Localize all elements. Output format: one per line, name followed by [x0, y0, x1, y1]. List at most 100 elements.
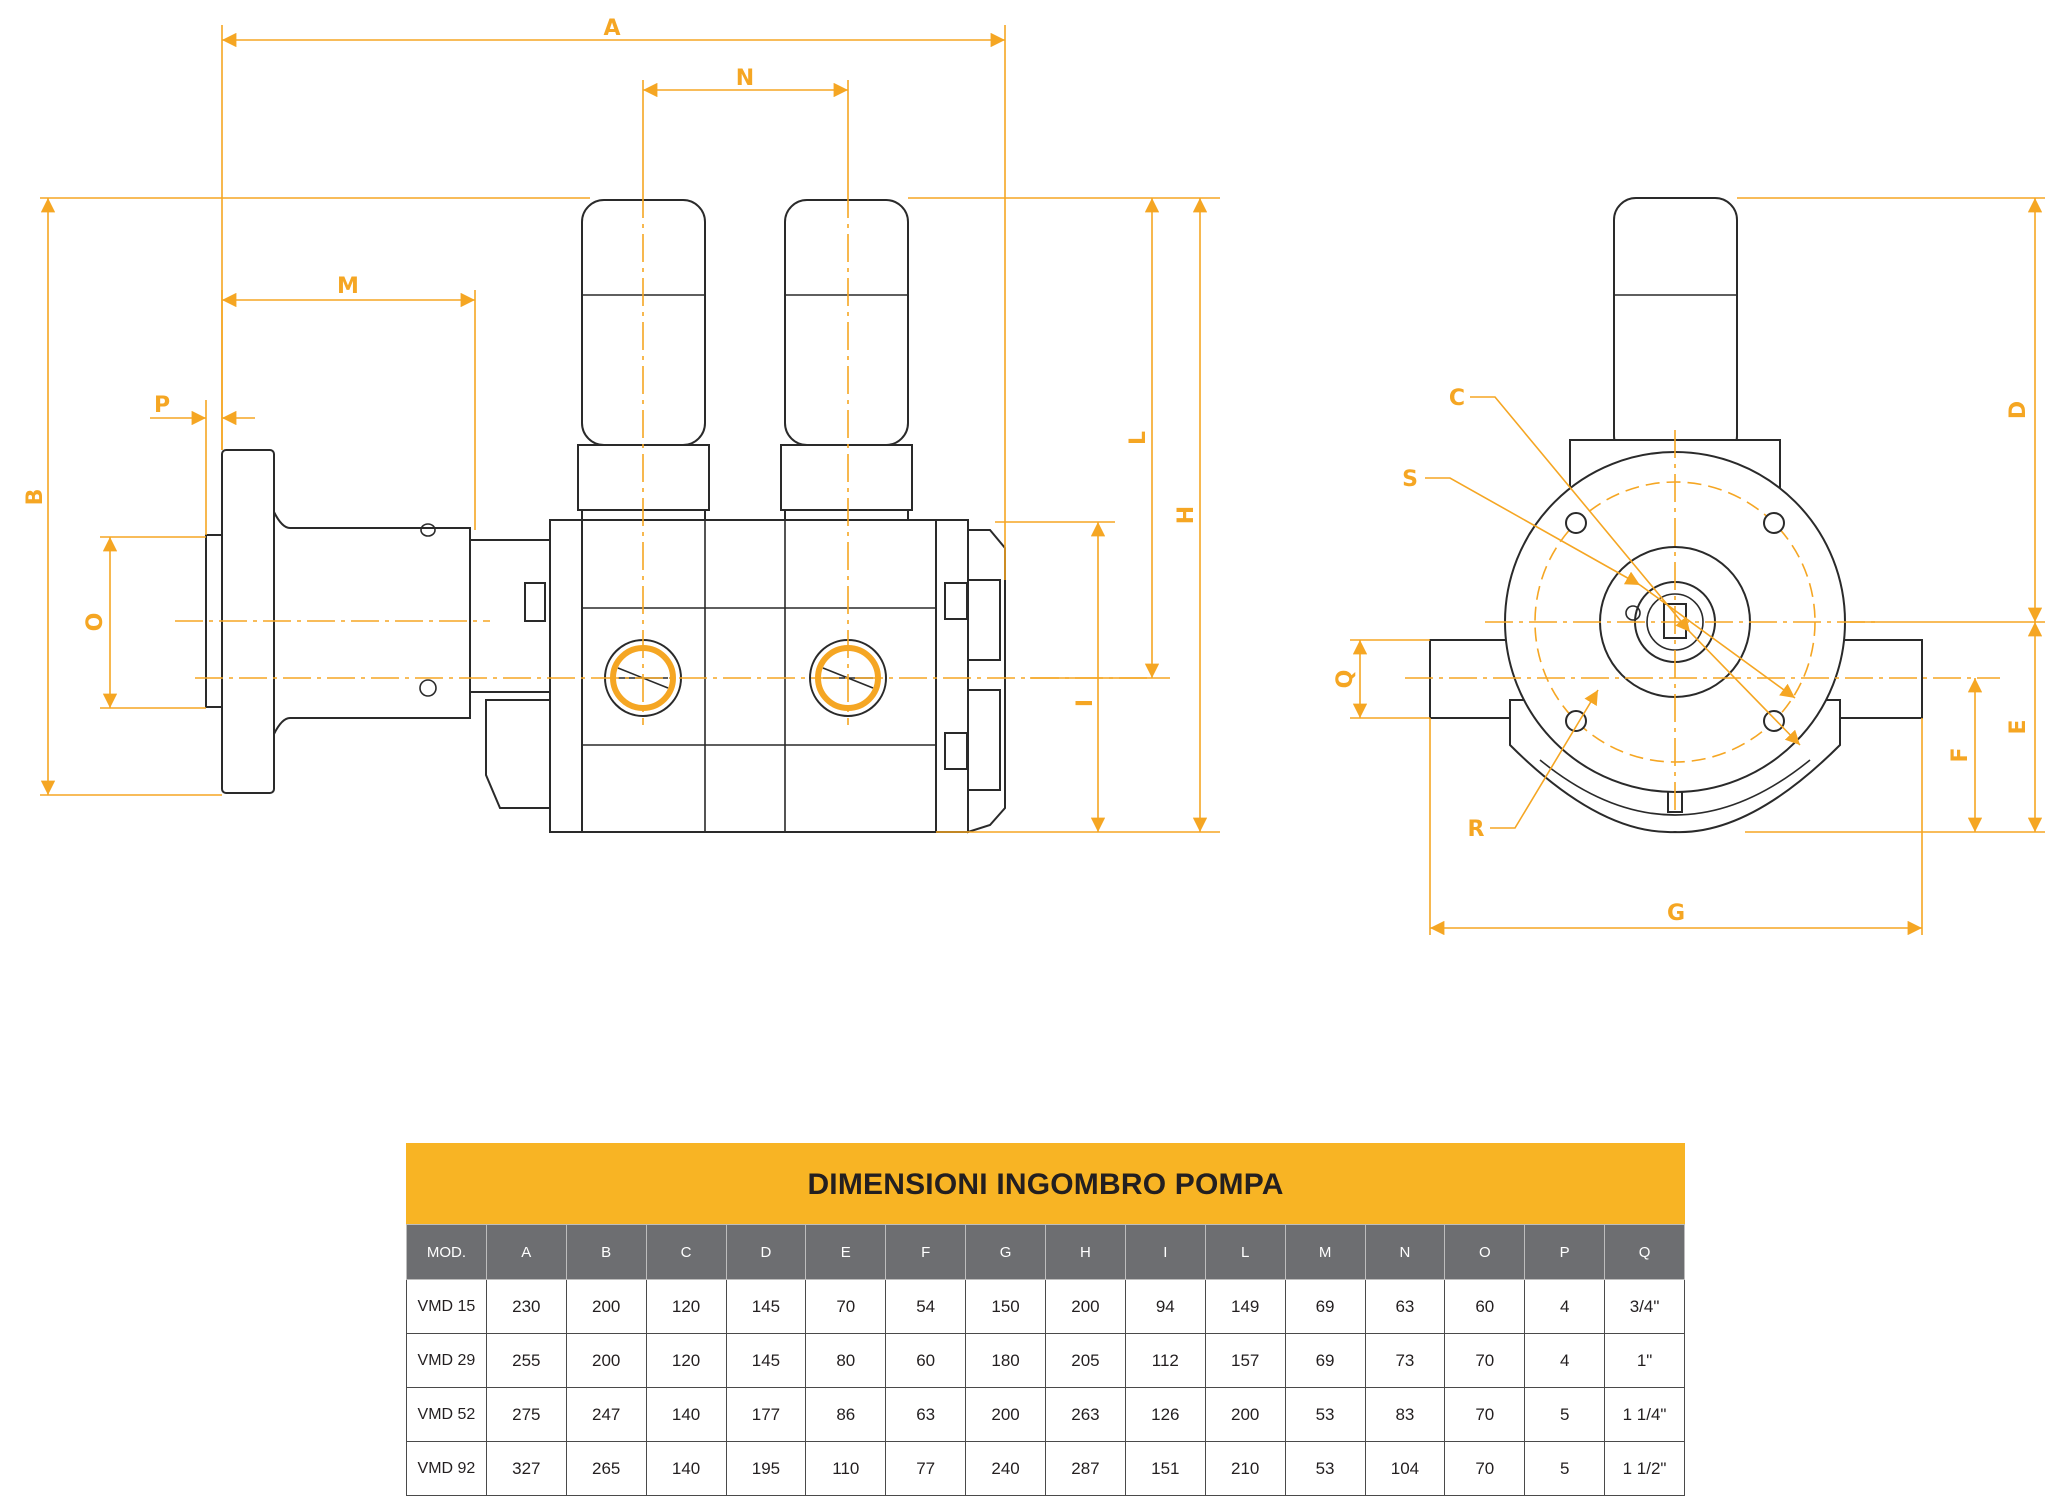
dimension-cell: 110: [805, 1441, 887, 1496]
end-plate-right: [935, 519, 969, 833]
column-header: P: [1524, 1224, 1606, 1280]
dimension-cell: 195: [725, 1441, 807, 1496]
dimension-cell: 230: [485, 1279, 567, 1334]
dimension-cell: 247: [565, 1387, 647, 1442]
bolt-hole: [1565, 710, 1587, 732]
column-header: Q: [1604, 1224, 1685, 1280]
column-header: D: [725, 1224, 807, 1280]
pump-neck: [273, 511, 471, 735]
dimension-cell: 120: [645, 1279, 727, 1334]
column-header: F: [885, 1224, 967, 1280]
bolt-hole: [1763, 710, 1785, 732]
dimension-cell: 200: [1045, 1279, 1126, 1334]
dimension-cell: 151: [1124, 1441, 1206, 1496]
column-header: C: [645, 1224, 727, 1280]
dimension-cell: 53: [1284, 1441, 1366, 1496]
dimension-cell: 94: [1124, 1279, 1206, 1334]
dimension-cell: 120: [645, 1333, 727, 1388]
dimension-cell: 60: [885, 1333, 967, 1388]
dimension-cell: 140: [645, 1387, 727, 1442]
dimension-cell: 327: [485, 1441, 567, 1496]
dimension-cell: 265: [565, 1441, 647, 1496]
dimension-cell: 177: [725, 1387, 807, 1442]
column-header: MOD.: [406, 1224, 487, 1280]
dimension-cell: 60: [1444, 1279, 1526, 1334]
label-A: A: [603, 16, 620, 41]
label-S: S: [1402, 467, 1418, 492]
label-Q: Q: [1333, 670, 1358, 689]
label-E: E: [2006, 719, 2031, 734]
table-title: DIMENSIONI INGOMBRO POMPA: [406, 1143, 1685, 1224]
label-R: R: [1468, 817, 1485, 842]
dimension-cell: 54: [885, 1279, 967, 1334]
model-cell: VMD 29: [406, 1333, 487, 1388]
label-M: M: [337, 274, 359, 299]
dimension-cell: 70: [1444, 1333, 1526, 1388]
dimension-cell: 140: [645, 1441, 727, 1496]
bolt-hole: [1763, 512, 1785, 534]
label-F: F: [1948, 747, 1973, 762]
column-header: N: [1364, 1224, 1446, 1280]
label-D: D: [2006, 401, 2031, 419]
column-header: H: [1045, 1224, 1126, 1280]
dimension-cell: 145: [725, 1279, 807, 1334]
side-view: A N M P B O L H I: [23, 16, 1220, 834]
column-header: B: [565, 1224, 647, 1280]
column-header: L: [1204, 1224, 1286, 1280]
dimension-cell: 86: [805, 1387, 887, 1442]
dimensions-table: DIMENSIONI INGOMBRO POMPA MOD. A B C D E…: [406, 1143, 1685, 1496]
front-view: D E F Q G C S R: [1333, 197, 2045, 936]
label-I: I: [1073, 699, 1098, 707]
dimension-cell: 210: [1204, 1441, 1286, 1496]
dimension-cell: 70: [1444, 1387, 1526, 1442]
label-P: P: [154, 393, 170, 418]
dimension-cell: 63: [885, 1387, 967, 1442]
dimension-cell: 287: [1045, 1441, 1126, 1496]
dimension-cell: 1 1/2": [1604, 1441, 1685, 1496]
dimension-cell: 200: [965, 1387, 1046, 1442]
dimension-cell: 70: [1444, 1441, 1526, 1496]
dimension-cell: 53: [1284, 1387, 1366, 1442]
dimension-cell: 157: [1204, 1333, 1286, 1388]
bolt-hole: [1565, 512, 1587, 534]
table-header-row: MOD. A B C D E F G H I L M N O P Q: [406, 1224, 1685, 1280]
dimension-cell: 4: [1524, 1333, 1606, 1388]
dimension-cell: 80: [805, 1333, 887, 1388]
dimension-cell: 3/4": [1604, 1279, 1685, 1334]
end-plate-left: [549, 519, 583, 833]
label-H: H: [1174, 506, 1199, 524]
dimension-cell: 150: [965, 1279, 1046, 1334]
chamber-right: [780, 199, 913, 521]
column-header: O: [1444, 1224, 1526, 1280]
dimension-cell: 180: [965, 1333, 1046, 1388]
dimension-cell: 275: [485, 1387, 567, 1442]
column-header: G: [965, 1224, 1046, 1280]
label-N: N: [736, 66, 754, 91]
dimension-cell: 69: [1284, 1279, 1366, 1334]
dimension-cell: 205: [1045, 1333, 1126, 1388]
end-cap-left-lower: [485, 699, 551, 809]
dimension-cell: 149: [1204, 1279, 1286, 1334]
dimension-cell: 1 1/4": [1604, 1387, 1685, 1442]
dimension-cell: 112: [1124, 1333, 1206, 1388]
label-C: C: [1449, 386, 1465, 411]
label-G: G: [1667, 901, 1685, 926]
column-header: M: [1284, 1224, 1366, 1280]
dimension-cell: 63: [1364, 1279, 1446, 1334]
dimension-cell: 1": [1604, 1333, 1685, 1388]
dimension-cell: 69: [1284, 1333, 1366, 1388]
dimension-cell: 83: [1364, 1387, 1446, 1442]
dimension-cell: 4: [1524, 1279, 1606, 1334]
chamber-top: [1613, 197, 1738, 459]
model-cell: VMD 15: [406, 1279, 487, 1334]
model-cell: VMD 52: [406, 1387, 487, 1442]
label-B: B: [23, 489, 48, 506]
label-O: O: [83, 613, 108, 632]
column-header: A: [485, 1224, 567, 1280]
column-header: I: [1124, 1224, 1206, 1280]
dimension-cell: 126: [1124, 1387, 1206, 1442]
dimension-cell: 5: [1524, 1441, 1606, 1496]
